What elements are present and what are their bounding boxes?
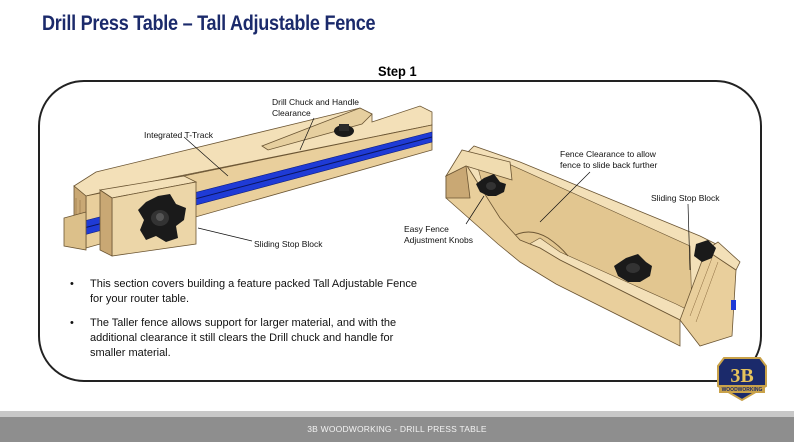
right-fence-illustration bbox=[446, 146, 740, 346]
logo-ribbon: WOODWORKING bbox=[722, 387, 763, 393]
label-easy-fence-knobs: Easy Fence Adjustment Knobs bbox=[404, 224, 473, 246]
bullet-text: The Taller fence allows support for larg… bbox=[90, 316, 430, 361]
label-drill-chuck-line2: Clearance bbox=[272, 108, 359, 119]
bullet-list: • This section covers building a feature… bbox=[70, 277, 430, 370]
label-drill-chuck-line1: Drill Chuck and Handle bbox=[272, 97, 359, 108]
label-easy-fence-line2: Adjustment Knobs bbox=[404, 235, 473, 246]
logo-mark: 3B bbox=[730, 365, 753, 387]
footer-bar: 3B WOODWORKING - DRILL PRESS TABLE bbox=[0, 417, 794, 442]
bullet-marker: • bbox=[70, 277, 90, 307]
bullet-item: • This section covers building a feature… bbox=[70, 277, 430, 307]
label-fence-clearance: Fence Clearance to allow fence to slide … bbox=[560, 149, 657, 171]
left-fence-base bbox=[64, 212, 86, 250]
label-sliding-stop-left: Sliding Stop Block bbox=[254, 239, 323, 250]
bullet-text: This section covers building a feature p… bbox=[90, 277, 430, 307]
bullet-marker: • bbox=[70, 316, 90, 361]
label-fence-clearance-line2: fence to slide back further bbox=[560, 160, 657, 171]
label-easy-fence-line1: Easy Fence bbox=[404, 224, 473, 235]
footer-text: 3B WOODWORKING - DRILL PRESS TABLE bbox=[307, 424, 487, 434]
label-drill-chuck-clearance: Drill Chuck and Handle Clearance bbox=[272, 97, 359, 119]
label-fence-clearance-line1: Fence Clearance to allow bbox=[560, 149, 657, 160]
label-sliding-stop-right: Sliding Stop Block bbox=[651, 193, 720, 204]
bullet-item: • The Taller fence allows support for la… bbox=[70, 316, 430, 361]
3b-woodworking-logo: 3B WOODWORKING bbox=[716, 356, 768, 402]
label-integrated-ttrack: Integrated T-Track bbox=[144, 130, 213, 141]
stop-block-left-end bbox=[100, 190, 112, 256]
left-fence-illustration bbox=[64, 106, 432, 256]
